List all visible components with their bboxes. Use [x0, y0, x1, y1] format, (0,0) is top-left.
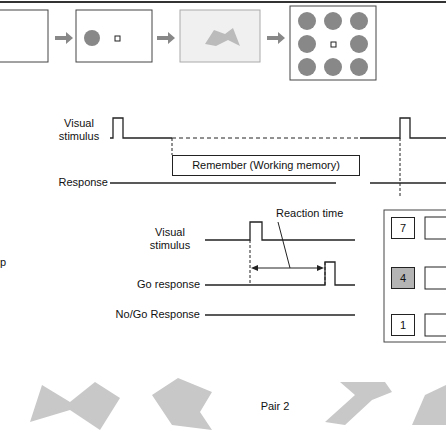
box-text: 7 — [400, 222, 406, 235]
memory-box: Remember (Working memory) — [172, 155, 360, 176]
keypad-key: 1 — [391, 314, 415, 336]
signal-name: No/Go Response — [90, 308, 200, 321]
signal-name: Go response — [100, 278, 200, 291]
signal-name: Visual stimulus — [50, 117, 108, 143]
cut-text: p — [0, 256, 10, 269]
keypad-key: 7 — [391, 217, 415, 239]
pair-label: Pair 2 — [250, 400, 300, 413]
signal-name: Response — [52, 176, 108, 189]
box-text: 4 — [400, 272, 406, 285]
box-text: Remember (Working memory) — [192, 159, 340, 172]
box-text: 1 — [400, 319, 406, 332]
keypad-key: 4 — [391, 267, 415, 289]
signal-name: Visual stimulus — [140, 226, 200, 252]
interval-label: Reaction time — [276, 207, 371, 220]
